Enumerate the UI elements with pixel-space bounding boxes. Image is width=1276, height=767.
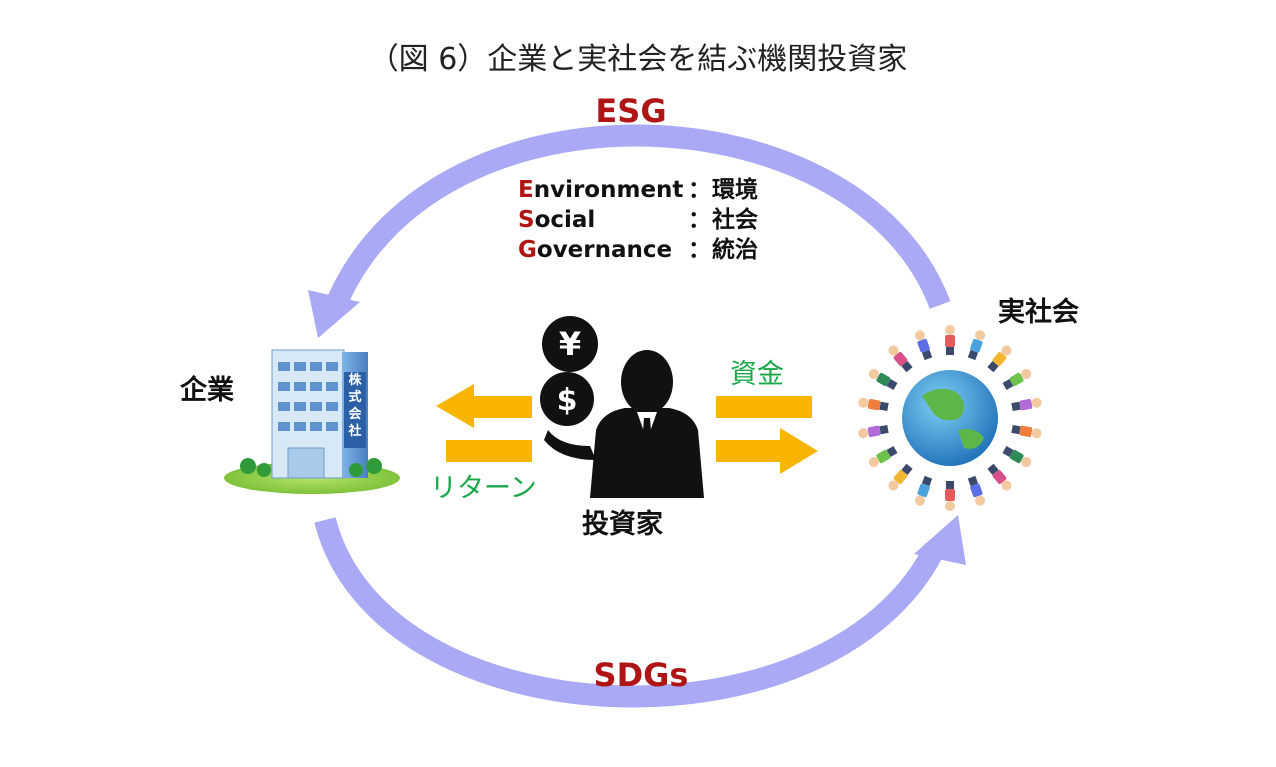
return-label: リターン [430, 473, 537, 504]
definition-meaning: 環境 [712, 177, 758, 203]
esg-definition-list: Environment ： 環境 Social ： 社会 Governance … [518, 175, 758, 265]
definition-initial: E [518, 177, 534, 203]
definition-initial: G [518, 237, 537, 263]
company-sign-text: 株式会社 [348, 373, 362, 439]
sdgs-cycle-arrow [314, 515, 966, 708]
office-building-icon [224, 349, 400, 494]
definition-separator: ： [688, 177, 711, 203]
person-figure [888, 463, 913, 491]
person-figure [967, 330, 986, 361]
person-figure [987, 345, 1012, 373]
sdgs-label: SDGs [593, 656, 689, 694]
company-sign: 株式会社 [344, 372, 366, 440]
society-label: 実社会 [998, 297, 1079, 328]
person-figure [987, 463, 1012, 491]
esg-definition-social: Social ： 社会 [518, 205, 758, 235]
page-title: （図 6）企業と実社会を結ぶ機関投資家 [368, 42, 908, 77]
person-figure [868, 446, 898, 467]
return-bar-lower [446, 440, 532, 462]
definition-meaning: 統治 [712, 237, 758, 263]
definition-separator: ： [688, 237, 711, 263]
businessman-icon [544, 350, 704, 498]
person-figure [945, 325, 955, 355]
yen-coin-icon [542, 316, 598, 372]
person-figure [1011, 397, 1042, 412]
esg-cycle-arrow [308, 124, 951, 338]
dollar-symbol: $ [557, 383, 578, 418]
person-figure [945, 481, 955, 511]
definition-term-rest: nvironment [533, 177, 684, 203]
esg-definition-environment: Environment ： 環境 [518, 175, 758, 205]
person-figure [888, 345, 913, 373]
globe-with-people-icon [858, 325, 1042, 511]
person-figure [868, 369, 898, 390]
esg-definition-governance: Governance ： 統治 [518, 235, 758, 265]
definition-initial: S [518, 207, 535, 233]
investor-label: 投資家 [582, 509, 663, 540]
company-label: 企業 [180, 375, 234, 406]
person-figure [1002, 369, 1032, 390]
definition-meaning: 社会 [712, 207, 758, 233]
person-figure [914, 475, 933, 506]
yen-symbol: ¥ [559, 325, 581, 363]
person-figure [914, 330, 933, 361]
person-figure [858, 424, 889, 439]
esg-label: ESG [595, 92, 667, 130]
dollar-coin-icon [540, 372, 594, 426]
definition-term-rest: overnance [536, 237, 673, 263]
funds-label: 資金 [730, 359, 784, 390]
funds-arrow-lower [716, 428, 818, 474]
person-figure [1011, 424, 1042, 439]
definition-term-rest: ocial [534, 207, 596, 233]
person-figure [967, 475, 986, 506]
funds-bar-upper [716, 396, 812, 418]
person-figure [1002, 446, 1032, 467]
person-figure [858, 397, 889, 412]
return-arrow-upper [436, 384, 532, 428]
definition-separator: ： [688, 207, 711, 233]
